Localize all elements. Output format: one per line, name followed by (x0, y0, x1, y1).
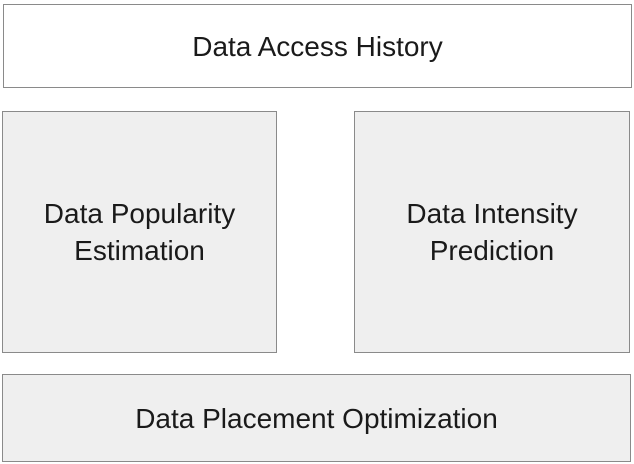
data-intensity-prediction-box: Data Intensity Prediction (354, 111, 630, 353)
data-popularity-estimation-label: Data Popularity Estimation (44, 195, 235, 269)
data-intensity-prediction-line-1: Data Intensity (406, 198, 578, 229)
data-placement-optimization-box: Data Placement Optimization (2, 374, 631, 462)
data-popularity-estimation-line-1: Data Popularity (43, 198, 236, 229)
data-intensity-prediction-label: Data Intensity Prediction (406, 195, 577, 269)
data-popularity-estimation-box: Data Popularity Estimation (2, 111, 277, 353)
data-intensity-prediction-line-2: Prediction (429, 235, 555, 266)
data-access-history-box: Data Access History (3, 4, 632, 88)
data-access-history-label: Data Access History (192, 28, 443, 65)
data-popularity-estimation-line-2: Estimation (74, 235, 205, 266)
data-placement-optimization-label: Data Placement Optimization (135, 400, 498, 437)
data-placement-optimization-line-1: Data Placement Optimization (135, 402, 498, 434)
data-access-history-line-1: Data Access History (192, 30, 443, 62)
